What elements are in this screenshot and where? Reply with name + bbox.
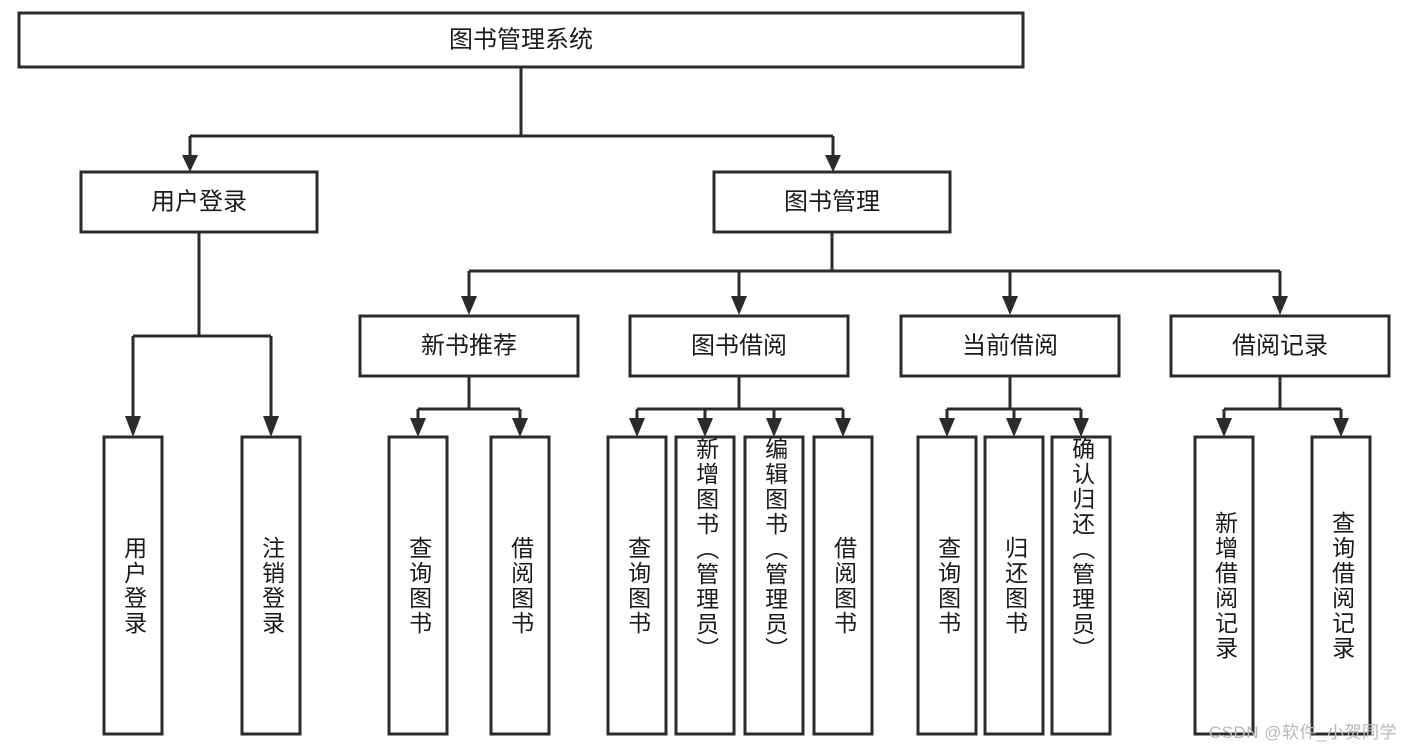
connector-book-borrow-to-leaves <box>629 376 851 437</box>
leaf-box-current-borrow-0[interactable] <box>916 435 978 736</box>
node-root-box[interactable] <box>17 11 1025 69</box>
arrow-head-icon <box>461 296 477 315</box>
arrow-head-icon <box>766 418 782 437</box>
node-book-borrow-label: 图书借阅 <box>691 332 787 359</box>
arrow-head-icon <box>1006 418 1022 437</box>
leaf-box-user-login-1[interactable] <box>240 435 302 736</box>
arrow-head-icon <box>1272 296 1288 315</box>
arrow-head-icon <box>125 416 141 437</box>
arrow-head-icon <box>731 296 747 315</box>
leaf-box-new-book-0[interactable] <box>387 435 449 736</box>
connector-new-book-recommend-to-leaves <box>410 376 528 437</box>
node-current-borrow-box[interactable] <box>899 314 1121 378</box>
node-borrow-record[interactable]: 借阅记录 <box>1169 314 1391 378</box>
node-user-login-box[interactable] <box>79 170 319 234</box>
node-root-label: 图书管理系统 <box>449 26 593 53</box>
arrow-head-icon <box>1216 418 1232 437</box>
leaf-box-book-borrow-1[interactable] <box>674 435 736 736</box>
connector-current-borrow-to-leaves <box>939 376 1089 437</box>
node-new-book-recommend-label: 新书推荐 <box>421 332 517 359</box>
node-borrow-record-label: 借阅记录 <box>1232 332 1328 359</box>
arrow-head-icon <box>1333 418 1349 437</box>
leaf-box-book-borrow-2[interactable] <box>743 435 805 736</box>
connector-user-login-to-leaves <box>125 232 279 437</box>
node-new-book-recommend-box[interactable] <box>358 314 580 378</box>
leaf-box-book-borrow-3[interactable] <box>812 435 874 736</box>
arrow-head-icon <box>263 416 279 437</box>
connector-borrow-record-to-leaves <box>1216 376 1349 437</box>
arrow-head-icon <box>825 155 841 172</box>
connector-book-management-to-level3 <box>461 232 1288 315</box>
arrow-head-icon <box>1073 418 1089 437</box>
node-user-login-label: 用户登录 <box>151 188 247 215</box>
leaf-box-new-book-1[interactable] <box>489 435 551 736</box>
node-current-borrow-label: 当前借阅 <box>962 332 1058 359</box>
node-book-management[interactable]: 图书管理 <box>712 170 952 234</box>
leaf-box-user-login-0[interactable] <box>102 435 164 736</box>
leaf-box-borrow-record-1[interactable] <box>1310 435 1372 736</box>
arrow-head-icon <box>939 418 955 437</box>
node-book-management-label: 图书管理 <box>784 188 880 215</box>
arrow-head-icon <box>697 418 713 437</box>
arrow-head-icon <box>1002 296 1018 315</box>
node-user-login[interactable]: 用户登录 <box>79 170 319 234</box>
arrow-head-icon <box>182 155 198 172</box>
leaf-box-current-borrow-1[interactable] <box>983 435 1045 736</box>
leaf-box-current-borrow-2[interactable] <box>1050 435 1112 736</box>
node-root[interactable]: 图书管理系统 <box>17 11 1025 69</box>
arrow-head-icon <box>410 418 426 437</box>
arrow-head-icon <box>835 418 851 437</box>
node-new-book-recommend[interactable]: 新书推荐 <box>358 314 580 378</box>
node-current-borrow[interactable]: 当前借阅 <box>899 314 1121 378</box>
arrow-head-icon <box>512 418 528 437</box>
connector-root-to-level2 <box>182 67 841 172</box>
leaf-box-book-borrow-0[interactable] <box>606 435 668 736</box>
leaf-box-borrow-record-0[interactable] <box>1193 435 1255 736</box>
node-book-borrow[interactable]: 图书借阅 <box>628 314 850 378</box>
arrow-head-icon <box>629 418 645 437</box>
